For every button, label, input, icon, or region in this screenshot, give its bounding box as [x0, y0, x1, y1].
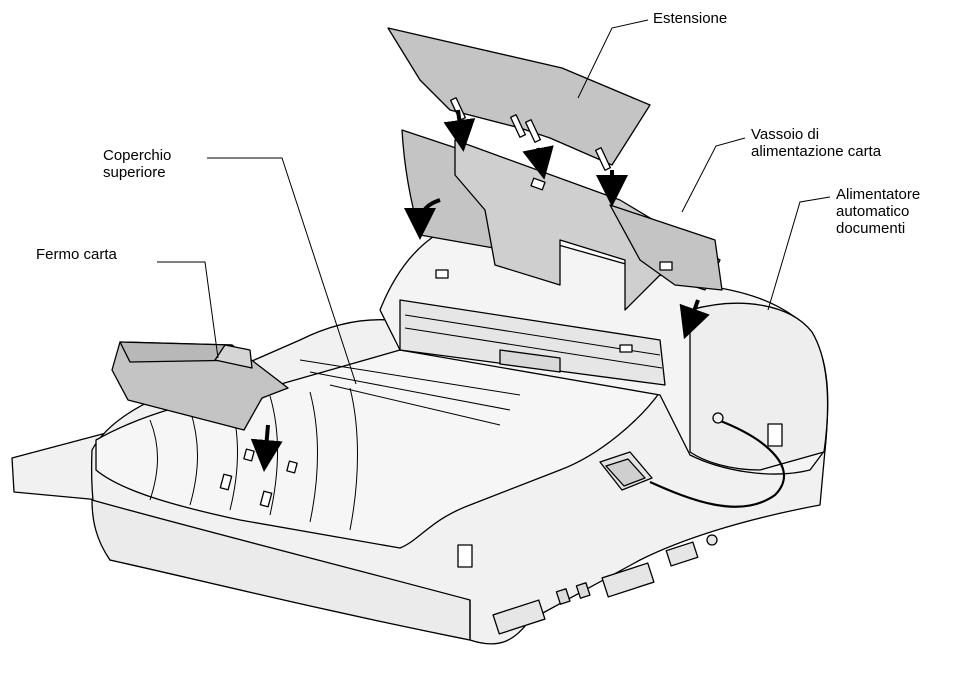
label-vassoio-line-2: alimentazione carta [751, 143, 882, 160]
hinge-left [457, 544, 473, 568]
port-switch-1 [555, 588, 571, 605]
scanner-front-face [91, 499, 471, 641]
label-alimentatore-line-2: automatico [836, 203, 910, 220]
label-coperchio: Coperchio superiore [103, 147, 171, 181]
label-alimentatore-line-3: documenti [836, 220, 906, 237]
label-alimentatore: Alimentatore automatico documenti [836, 186, 920, 237]
hinge-right [767, 423, 783, 447]
feed-roller [499, 349, 561, 373]
adf-cable [649, 418, 786, 508]
arrow-tray-left [404, 198, 441, 240]
label-fermo-line-1: Fermo carta [36, 246, 117, 263]
leader-coperchio [207, 157, 357, 385]
label-vassoio: Vassoio di alimentazione carta [751, 126, 881, 160]
label-estensione: Estensione [653, 10, 727, 27]
port-round [706, 534, 718, 546]
feed-slot [399, 299, 666, 386]
port-scsi-2 [601, 562, 655, 598]
adf-side-dome [689, 302, 829, 471]
port-option [665, 541, 699, 567]
leader-estensione [577, 19, 649, 99]
arrow-extension-center [522, 145, 554, 180]
port-switch-2 [575, 582, 591, 599]
leader-alimentatore [767, 196, 831, 311]
label-estensione-line-1: Estensione [653, 10, 728, 27]
label-coperchio-line-1: Coperchio [103, 147, 172, 164]
leader-vassoio [681, 137, 746, 213]
arrow-extension-left [443, 109, 476, 152]
label-coperchio-line-2: superiore [103, 164, 166, 181]
paper-tray-right-guide [609, 204, 723, 291]
label-fermo: Fermo carta [36, 246, 117, 263]
label-vassoio-line-1: Vassoio di [751, 126, 820, 143]
arrow-stopper [250, 424, 283, 472]
leader-fermo [157, 261, 219, 359]
port-scsi-1 [492, 599, 546, 635]
arrow-tray-right [679, 299, 710, 340]
label-alimentatore-line-1: Alimentatore [836, 186, 921, 203]
extension [387, 27, 651, 166]
